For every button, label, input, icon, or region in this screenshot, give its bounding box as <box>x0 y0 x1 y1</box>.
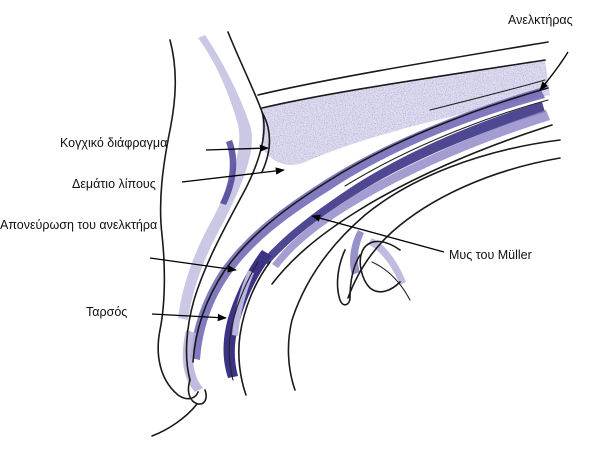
label-tarsus: Ταρσός <box>86 305 127 319</box>
eyelash <box>152 404 197 436</box>
label-levator: Ανελκτήρας <box>508 13 573 27</box>
label-orbital-septum: Κογχικό διάφραγμα <box>60 136 167 150</box>
labels: Ανελκτήρας Κογχικό διάφραγμα Δεμάτιο λίπ… <box>0 13 573 319</box>
label-levator-aponeurosis: Απονεύρωση του ανελκτήρα <box>0 218 157 232</box>
label-muller-muscle: Μυς του Müller <box>449 248 532 262</box>
fornix-shading <box>368 238 406 285</box>
label-fat-pad: Δεμάτιο λίπους <box>72 177 156 191</box>
pointer-orbital-septum <box>206 148 268 150</box>
